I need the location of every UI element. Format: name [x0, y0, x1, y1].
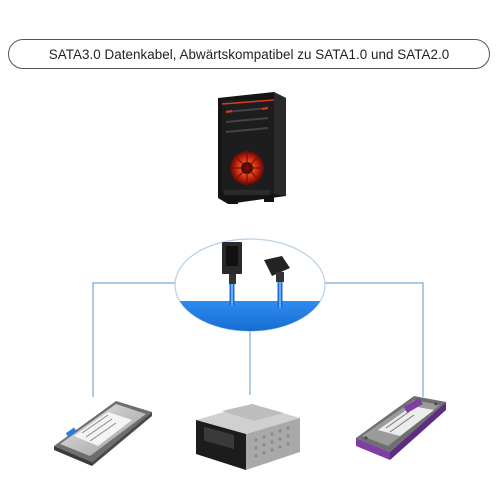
connector-lines [92, 282, 424, 397]
pc-tower-icon [218, 92, 286, 204]
drive-bay-adapter-icon [196, 404, 300, 470]
ssd-drive-icon [54, 401, 152, 466]
hard-disk-icon [356, 396, 446, 460]
sata-cable-icon [174, 238, 326, 332]
page-title: SATA3.0 Datenkabel, Abwärtskompatibel zu… [8, 39, 490, 69]
